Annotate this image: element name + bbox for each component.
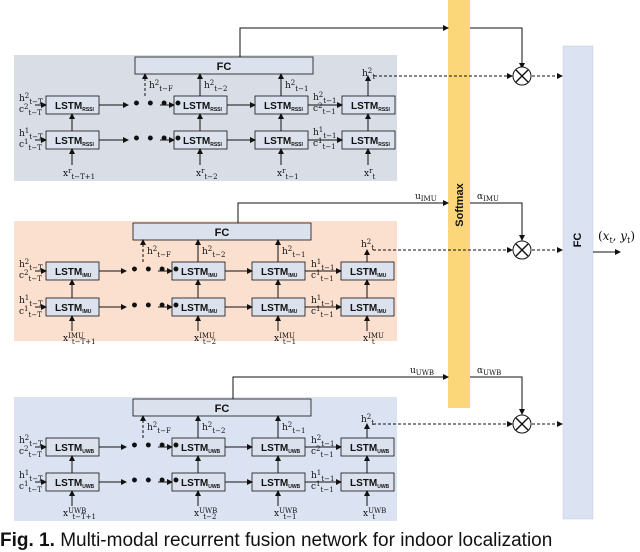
svg-text:• • • •: • • • • [132,96,182,112]
svg-text:h2t: h2t [361,413,374,427]
softmax-label: Softmax [454,182,466,226]
svg-text:• • • •: • • • • [130,298,180,314]
rssi-multiply-icon [512,66,532,86]
svg-text:• • • •: • • • • [132,131,182,147]
uwb-branch: FC LSTMUWB LSTMUWB LSTMUWB LSTMUWB LSTMU… [14,366,563,521]
svg-text:• • • •: • • • • [130,262,180,278]
caption-text: Multi-modal recurrent fusion network for… [60,530,553,551]
svg-text:FC: FC [215,227,230,239]
svg-text:• • • •: • • • • [130,473,180,489]
svg-text:FC: FC [217,61,232,73]
final-fc-bar [562,45,594,520]
svg-text:h2t: h2t [361,238,374,252]
svg-text:FC: FC [215,403,230,415]
softmax-bar [448,0,470,408]
svg-text:αIMU: αIMU [477,192,499,203]
svg-text:• • • •: • • • • [130,438,180,454]
svg-text:αUWB: αUWB [477,366,501,377]
figure-caption: Fig. 1. Multi-modal recurrent fusion net… [0,530,552,552]
svg-text:uUWB: uUWB [410,366,434,377]
rssi-fc-box [134,56,314,75]
final-fc-label: FC [572,233,584,248]
output-label: (𝑥t, 𝑦t) [598,229,635,245]
caption-prefix: Fig. 1. [0,530,55,551]
imu-multiply-icon [512,240,532,260]
rssi-branch: FC LSTMRSSI LSTMRSSI LSTMRSSI LSTMRSSI L… [14,25,563,181]
svg-text:uIMU: uIMU [415,192,437,203]
imu-branch: FC LSTMIMU LSTMIMU LSTMIMU LSTMIMU LSTMI… [14,192,563,346]
svg-text:xrt: xrt [364,167,375,181]
svg-text:h2t: h2t [362,67,375,81]
uwb-multiply-icon [512,414,532,434]
